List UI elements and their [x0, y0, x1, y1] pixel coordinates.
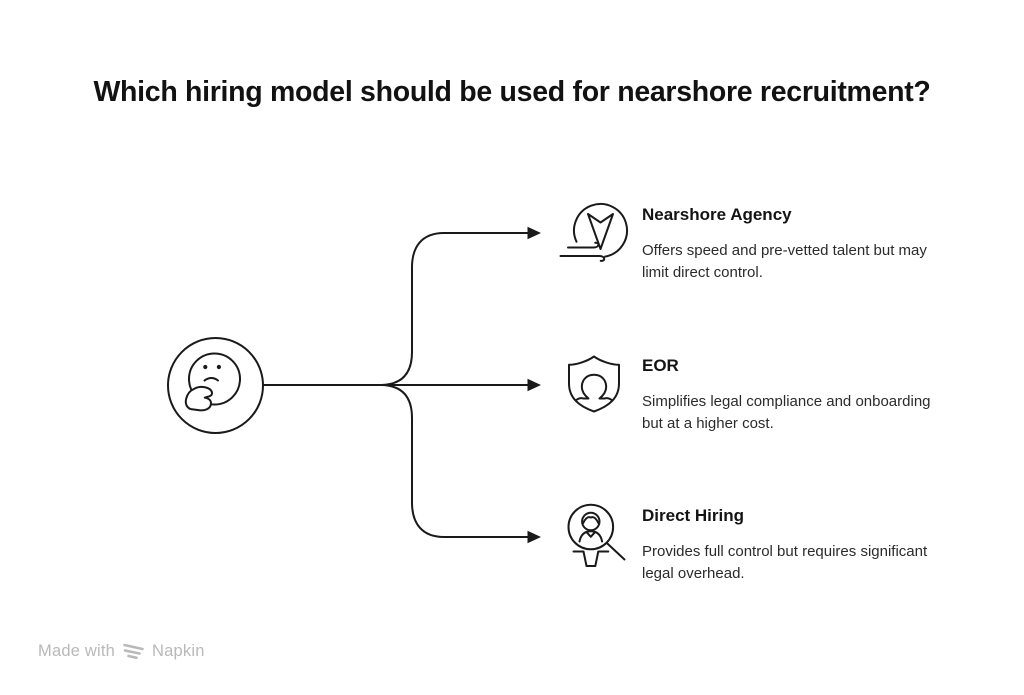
branch-item-eor: EOR Simplifies legal compliance and onbo…	[642, 355, 972, 435]
branch-desc-line: legal overhead.	[642, 565, 745, 582]
arrowhead-bottom	[527, 530, 541, 544]
connector-bottom	[379, 384, 530, 538]
branch-heading: Direct Hiring	[642, 506, 745, 525]
branch-desc-line: but at a higher cost.	[642, 415, 774, 432]
made-with-napkin-watermark: Made with Napkin	[38, 640, 205, 662]
page-title: Which hiring model should be used for ne…	[93, 76, 931, 108]
branch-desc-line: Offers speed and pre-vetted talent but m…	[642, 242, 927, 259]
napkin-brand-label: Napkin	[152, 641, 205, 660]
branch-desc-line: limit direct control.	[642, 264, 763, 281]
root-node	[167, 337, 264, 434]
branch-desc-line: Provides full control but requires signi…	[642, 543, 928, 560]
branch-heading: Nearshore Agency	[642, 205, 792, 224]
shield-person-icon	[568, 355, 620, 413]
thinking-face-icon	[184, 352, 241, 412]
arrowhead-middle	[527, 378, 541, 392]
napkin-logo-icon	[123, 643, 144, 660]
branch-desc-line: Simplifies legal compliance and onboardi…	[642, 393, 931, 410]
branch-item-direct-hiring: Direct Hiring Provides full control but …	[642, 505, 972, 585]
candidate-search-icon	[567, 503, 626, 567]
branch-description: Provides full control but requires signi…	[642, 541, 972, 585]
branch-heading: EOR	[642, 356, 679, 375]
speed-wind-icon	[559, 203, 628, 262]
connector-top	[379, 232, 530, 386]
arrowhead-top	[527, 226, 541, 240]
branch-item-nearshore-agency: Nearshore Agency Offers speed and pre-ve…	[642, 204, 972, 284]
root-node-circle	[167, 337, 264, 434]
branch-description: Simplifies legal compliance and onboardi…	[642, 391, 972, 435]
connector-lines	[262, 226, 541, 544]
branch-description: Offers speed and pre-vetted talent but m…	[642, 240, 972, 284]
made-with-label: Made with	[38, 641, 116, 660]
